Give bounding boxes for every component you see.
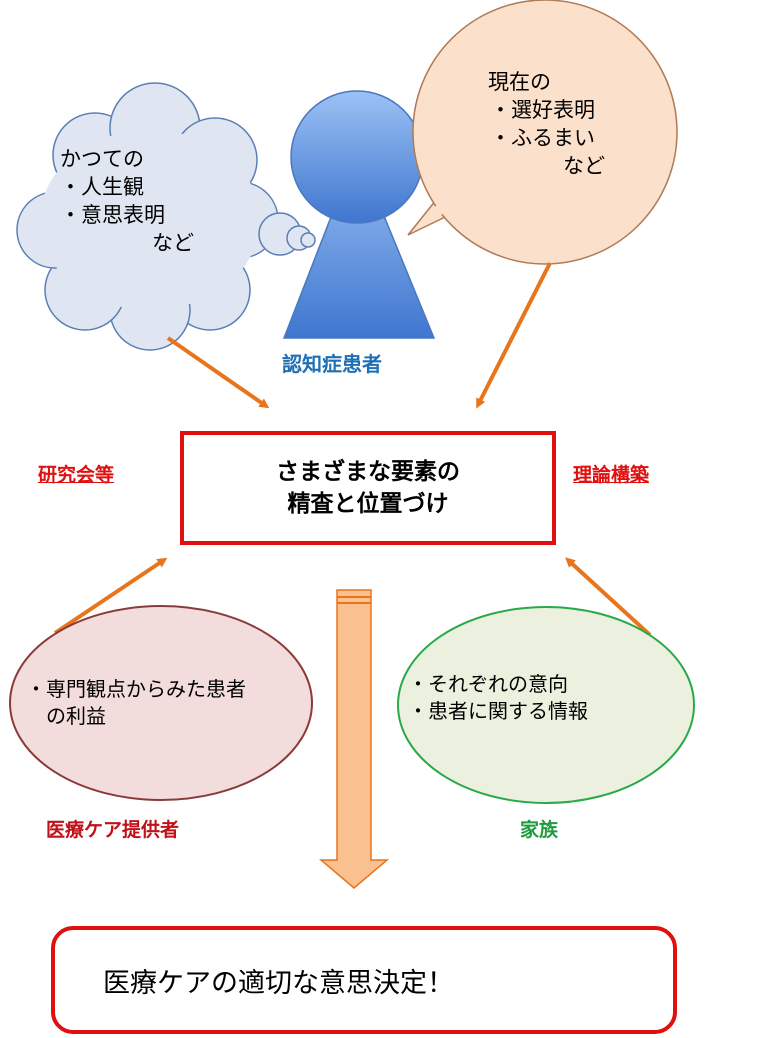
center-line: 精査と位置づけ bbox=[287, 491, 449, 517]
current-line: など bbox=[500, 153, 605, 178]
center-box: さまざまな要素の 精査と位置づけ bbox=[180, 431, 556, 545]
speech-bubble bbox=[407, 0, 678, 265]
arrow-family-to-center bbox=[565, 557, 652, 637]
past-line: など bbox=[110, 230, 194, 255]
family-text: ・それぞれの意向・患者に関する情報 bbox=[408, 671, 588, 724]
past-thought-text: かつての・人生観・意思表明 など bbox=[60, 146, 194, 258]
thought-bubbles bbox=[258, 212, 316, 256]
family-label: 家族 bbox=[520, 819, 559, 841]
result-text: 医療ケアの適切な意思決定！ bbox=[103, 967, 454, 999]
current-line: ・ふるまい bbox=[490, 125, 595, 150]
family-line: ・それぞれの意向 bbox=[408, 672, 568, 696]
thought-cloud bbox=[16, 82, 279, 351]
family-ellipse bbox=[397, 606, 695, 804]
provider-ellipse bbox=[9, 605, 313, 801]
past-line: かつての bbox=[60, 147, 144, 171]
past-line: ・人生観 bbox=[60, 174, 144, 199]
down-arrow bbox=[318, 589, 390, 889]
result-box: 医療ケアの適切な意思決定！ bbox=[51, 926, 677, 1034]
provider-line: ・専門観点からみた患者 bbox=[26, 677, 246, 701]
arrow-current-to-center bbox=[476, 262, 552, 409]
provider-line: の利益 bbox=[26, 703, 106, 728]
current-line: 現在の bbox=[488, 70, 551, 94]
center-line: さまざまな要素の bbox=[276, 458, 460, 485]
patient-figure bbox=[282, 90, 436, 339]
current-speech-text: 現在の・選好表明・ふるまい など bbox=[470, 69, 605, 181]
arrow-provider-to-center bbox=[53, 557, 168, 635]
side-label-right: 理論構築 bbox=[573, 464, 650, 486]
arrow-past-to-center bbox=[166, 336, 270, 409]
past-line: ・意思表明 bbox=[60, 202, 165, 227]
family-line: ・患者に関する情報 bbox=[408, 698, 588, 723]
side-label-left: 研究会等 bbox=[38, 464, 115, 486]
current-line: ・選好表明 bbox=[490, 97, 595, 122]
provider-label: 医療ケア提供者 bbox=[46, 819, 180, 841]
patient-label: 認知症患者 bbox=[282, 352, 382, 376]
provider-text: ・専門観点からみた患者 の利益 bbox=[26, 676, 246, 729]
